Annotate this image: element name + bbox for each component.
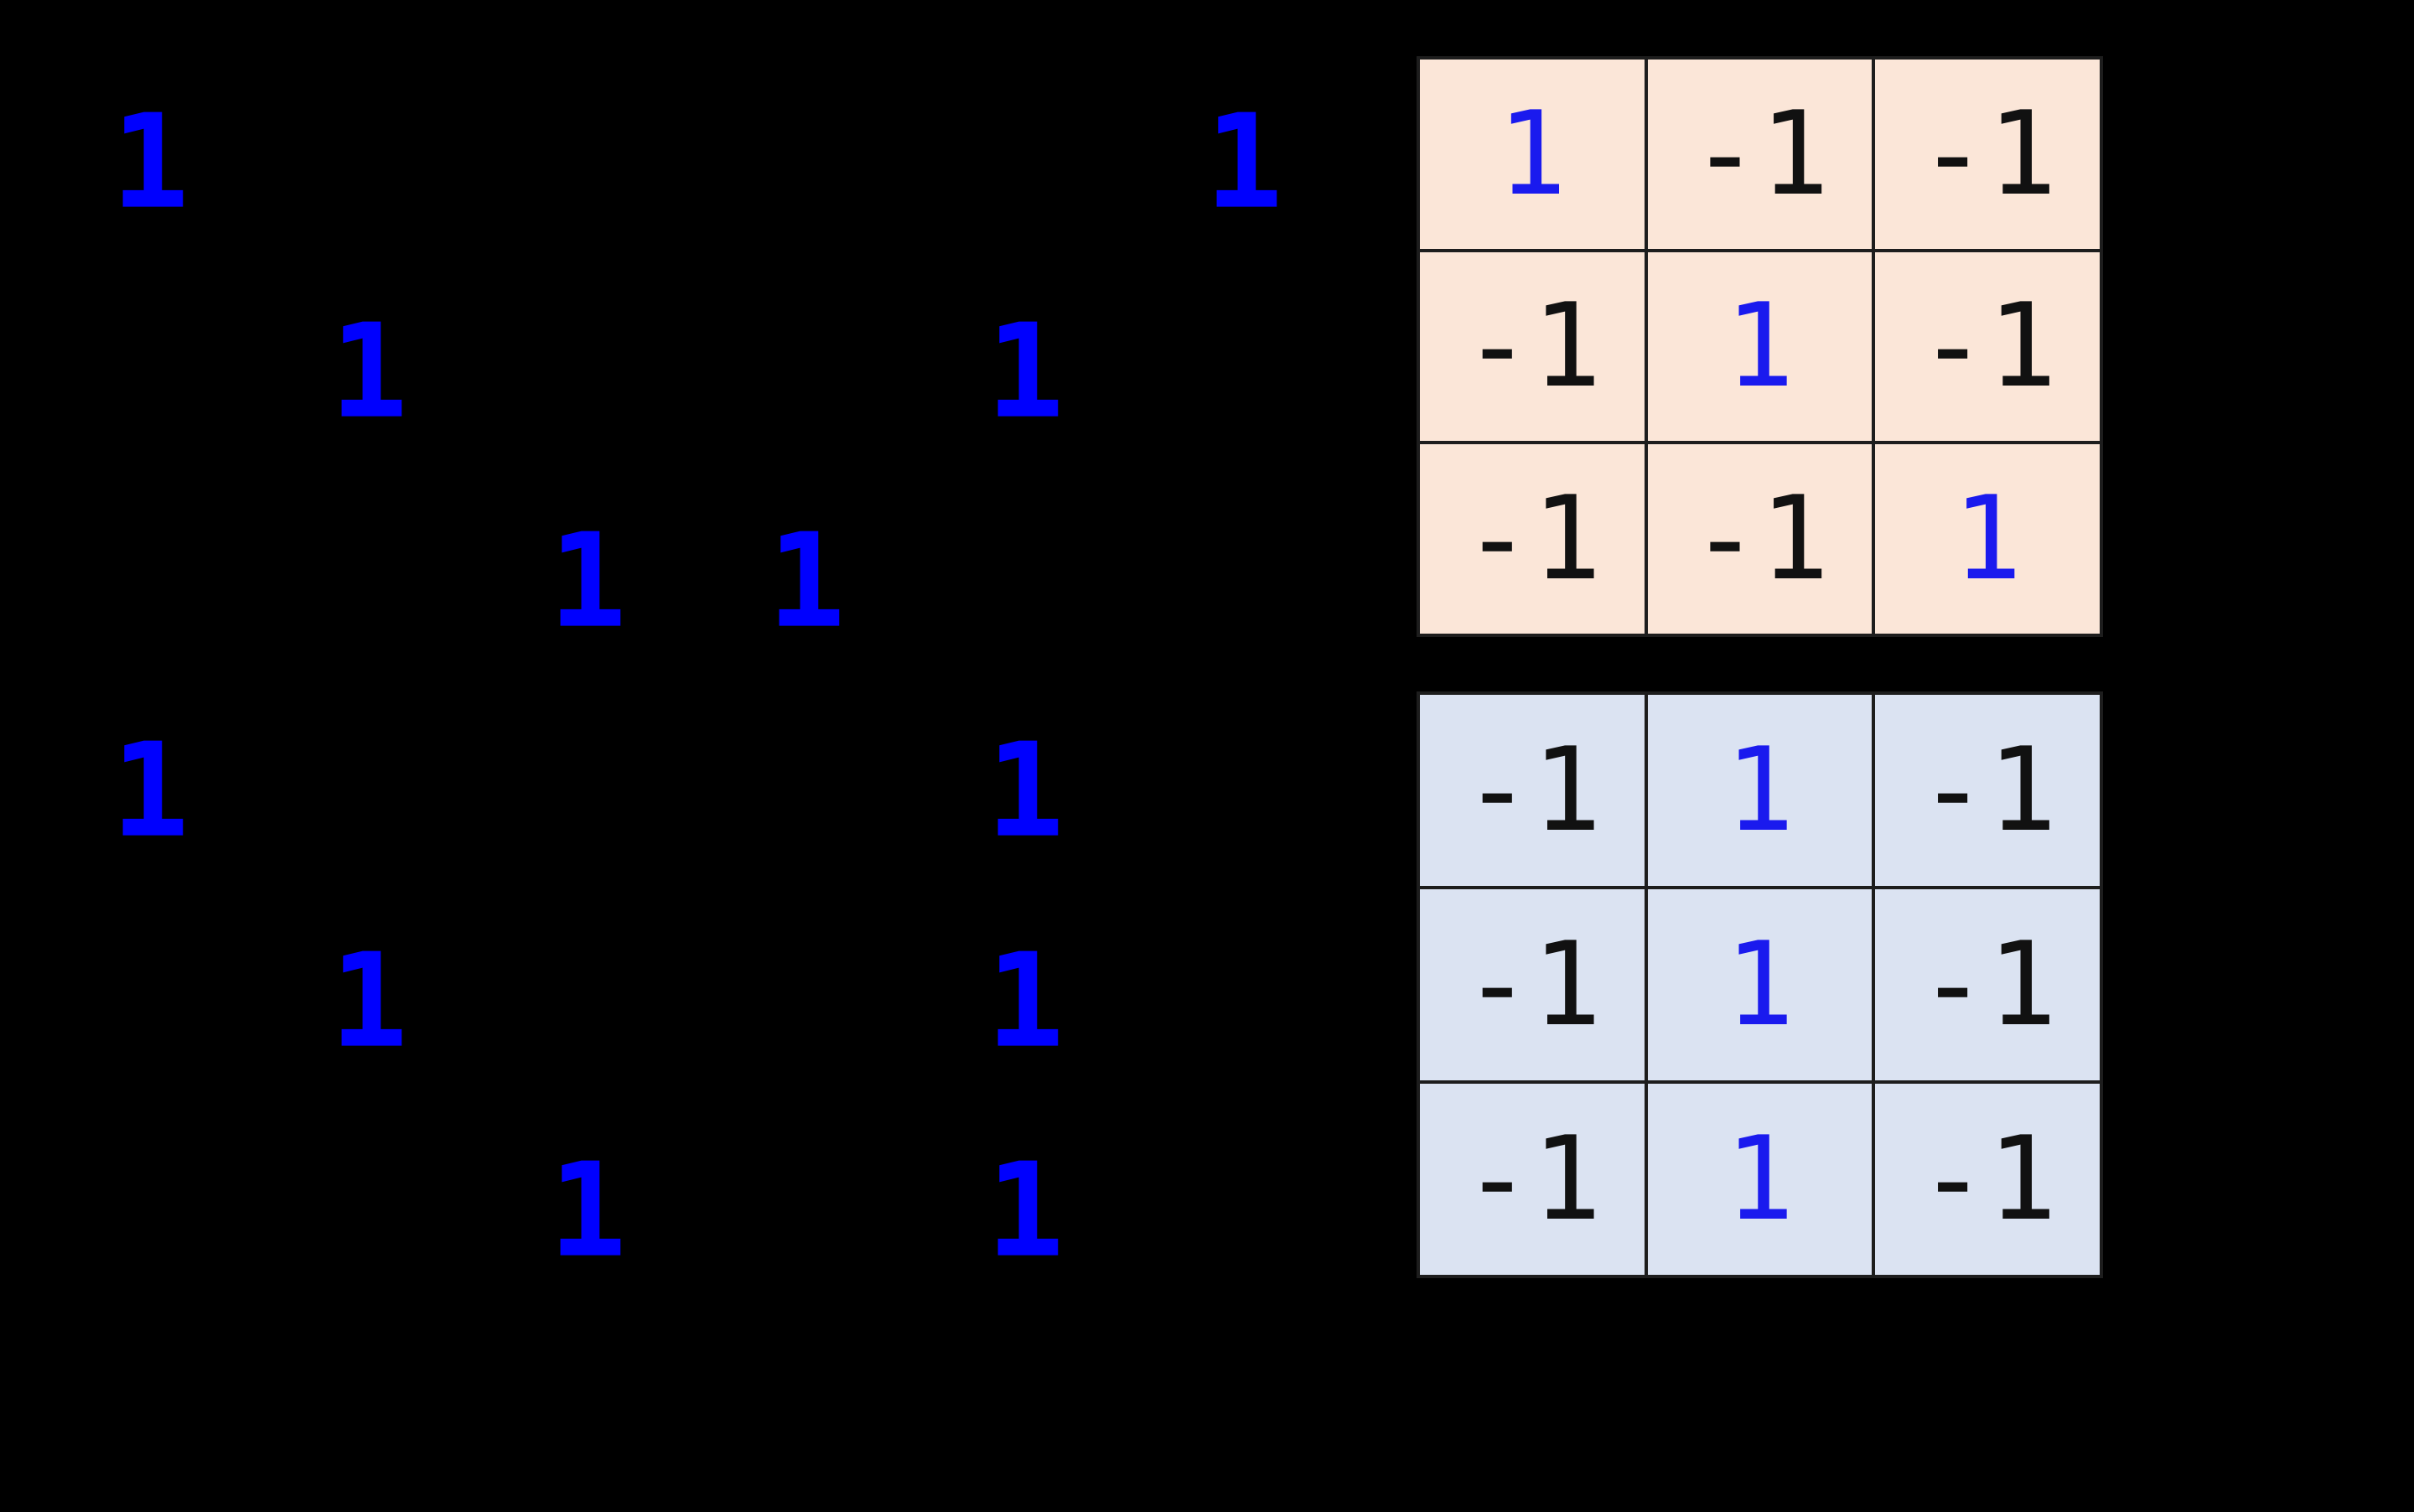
matrix-cell-r1c2: -1 xyxy=(1647,60,1873,249)
pattern-digit-bottom-diagonal-and-vertical-line: 1 xyxy=(986,714,1065,867)
pattern-digit-bottom-diagonal-and-vertical-line: 1 xyxy=(986,924,1065,1077)
pattern-digit-top-diagonal-and-antidiagonal: 1 xyxy=(548,505,627,657)
matrix-cell-r1c1: -1 xyxy=(1420,695,1645,886)
matrix-cell-r2c3: -1 xyxy=(1875,251,2100,442)
matrix-cell-r3c2: 1 xyxy=(1647,1084,1873,1275)
pattern-digit-bottom-diagonal-and-vertical-line: 1 xyxy=(548,1134,627,1287)
pattern-digit-bottom-diagonal-and-vertical-line: 1 xyxy=(329,924,408,1077)
matrix-cell-r3c1: -1 xyxy=(1420,1084,1645,1275)
matrix-cell-r1c1: 1 xyxy=(1420,60,1645,249)
matrix-cell-r2c2: 1 xyxy=(1647,889,1873,1080)
matrix-cell-r2c3: -1 xyxy=(1875,889,2100,1080)
pattern-digit-top-diagonal-and-antidiagonal: 1 xyxy=(1204,85,1283,238)
pattern-digit-bottom-diagonal-and-vertical-line: 1 xyxy=(111,714,189,867)
matrix-cell-r3c2: -1 xyxy=(1647,444,1873,634)
matrix-cell-r1c3: -1 xyxy=(1875,695,2100,886)
pattern-digit-top-diagonal-and-antidiagonal: 1 xyxy=(111,85,189,238)
matrix-cell-r2c1: -1 xyxy=(1420,251,1645,442)
pattern-digit-top-diagonal-and-antidiagonal: 1 xyxy=(329,295,408,448)
pattern-digit-bottom-diagonal-and-vertical-line: 1 xyxy=(986,1134,1065,1287)
pattern-digit-top-diagonal-and-antidiagonal: 1 xyxy=(767,505,846,657)
matrix-cell-r2c1: -1 xyxy=(1420,889,1645,1080)
matrix-cell-r1c2: 1 xyxy=(1647,695,1873,886)
matrix-cell-r1c3: -1 xyxy=(1875,60,2100,249)
matrix-cell-r3c3: 1 xyxy=(1875,444,2100,634)
pattern-digit-top-diagonal-and-antidiagonal: 1 xyxy=(986,295,1065,448)
matrix-cell-r2c2: 1 xyxy=(1647,251,1873,442)
matrix-cell-r3c3: -1 xyxy=(1875,1084,2100,1275)
matrix-cell-r3c1: -1 xyxy=(1420,444,1645,634)
